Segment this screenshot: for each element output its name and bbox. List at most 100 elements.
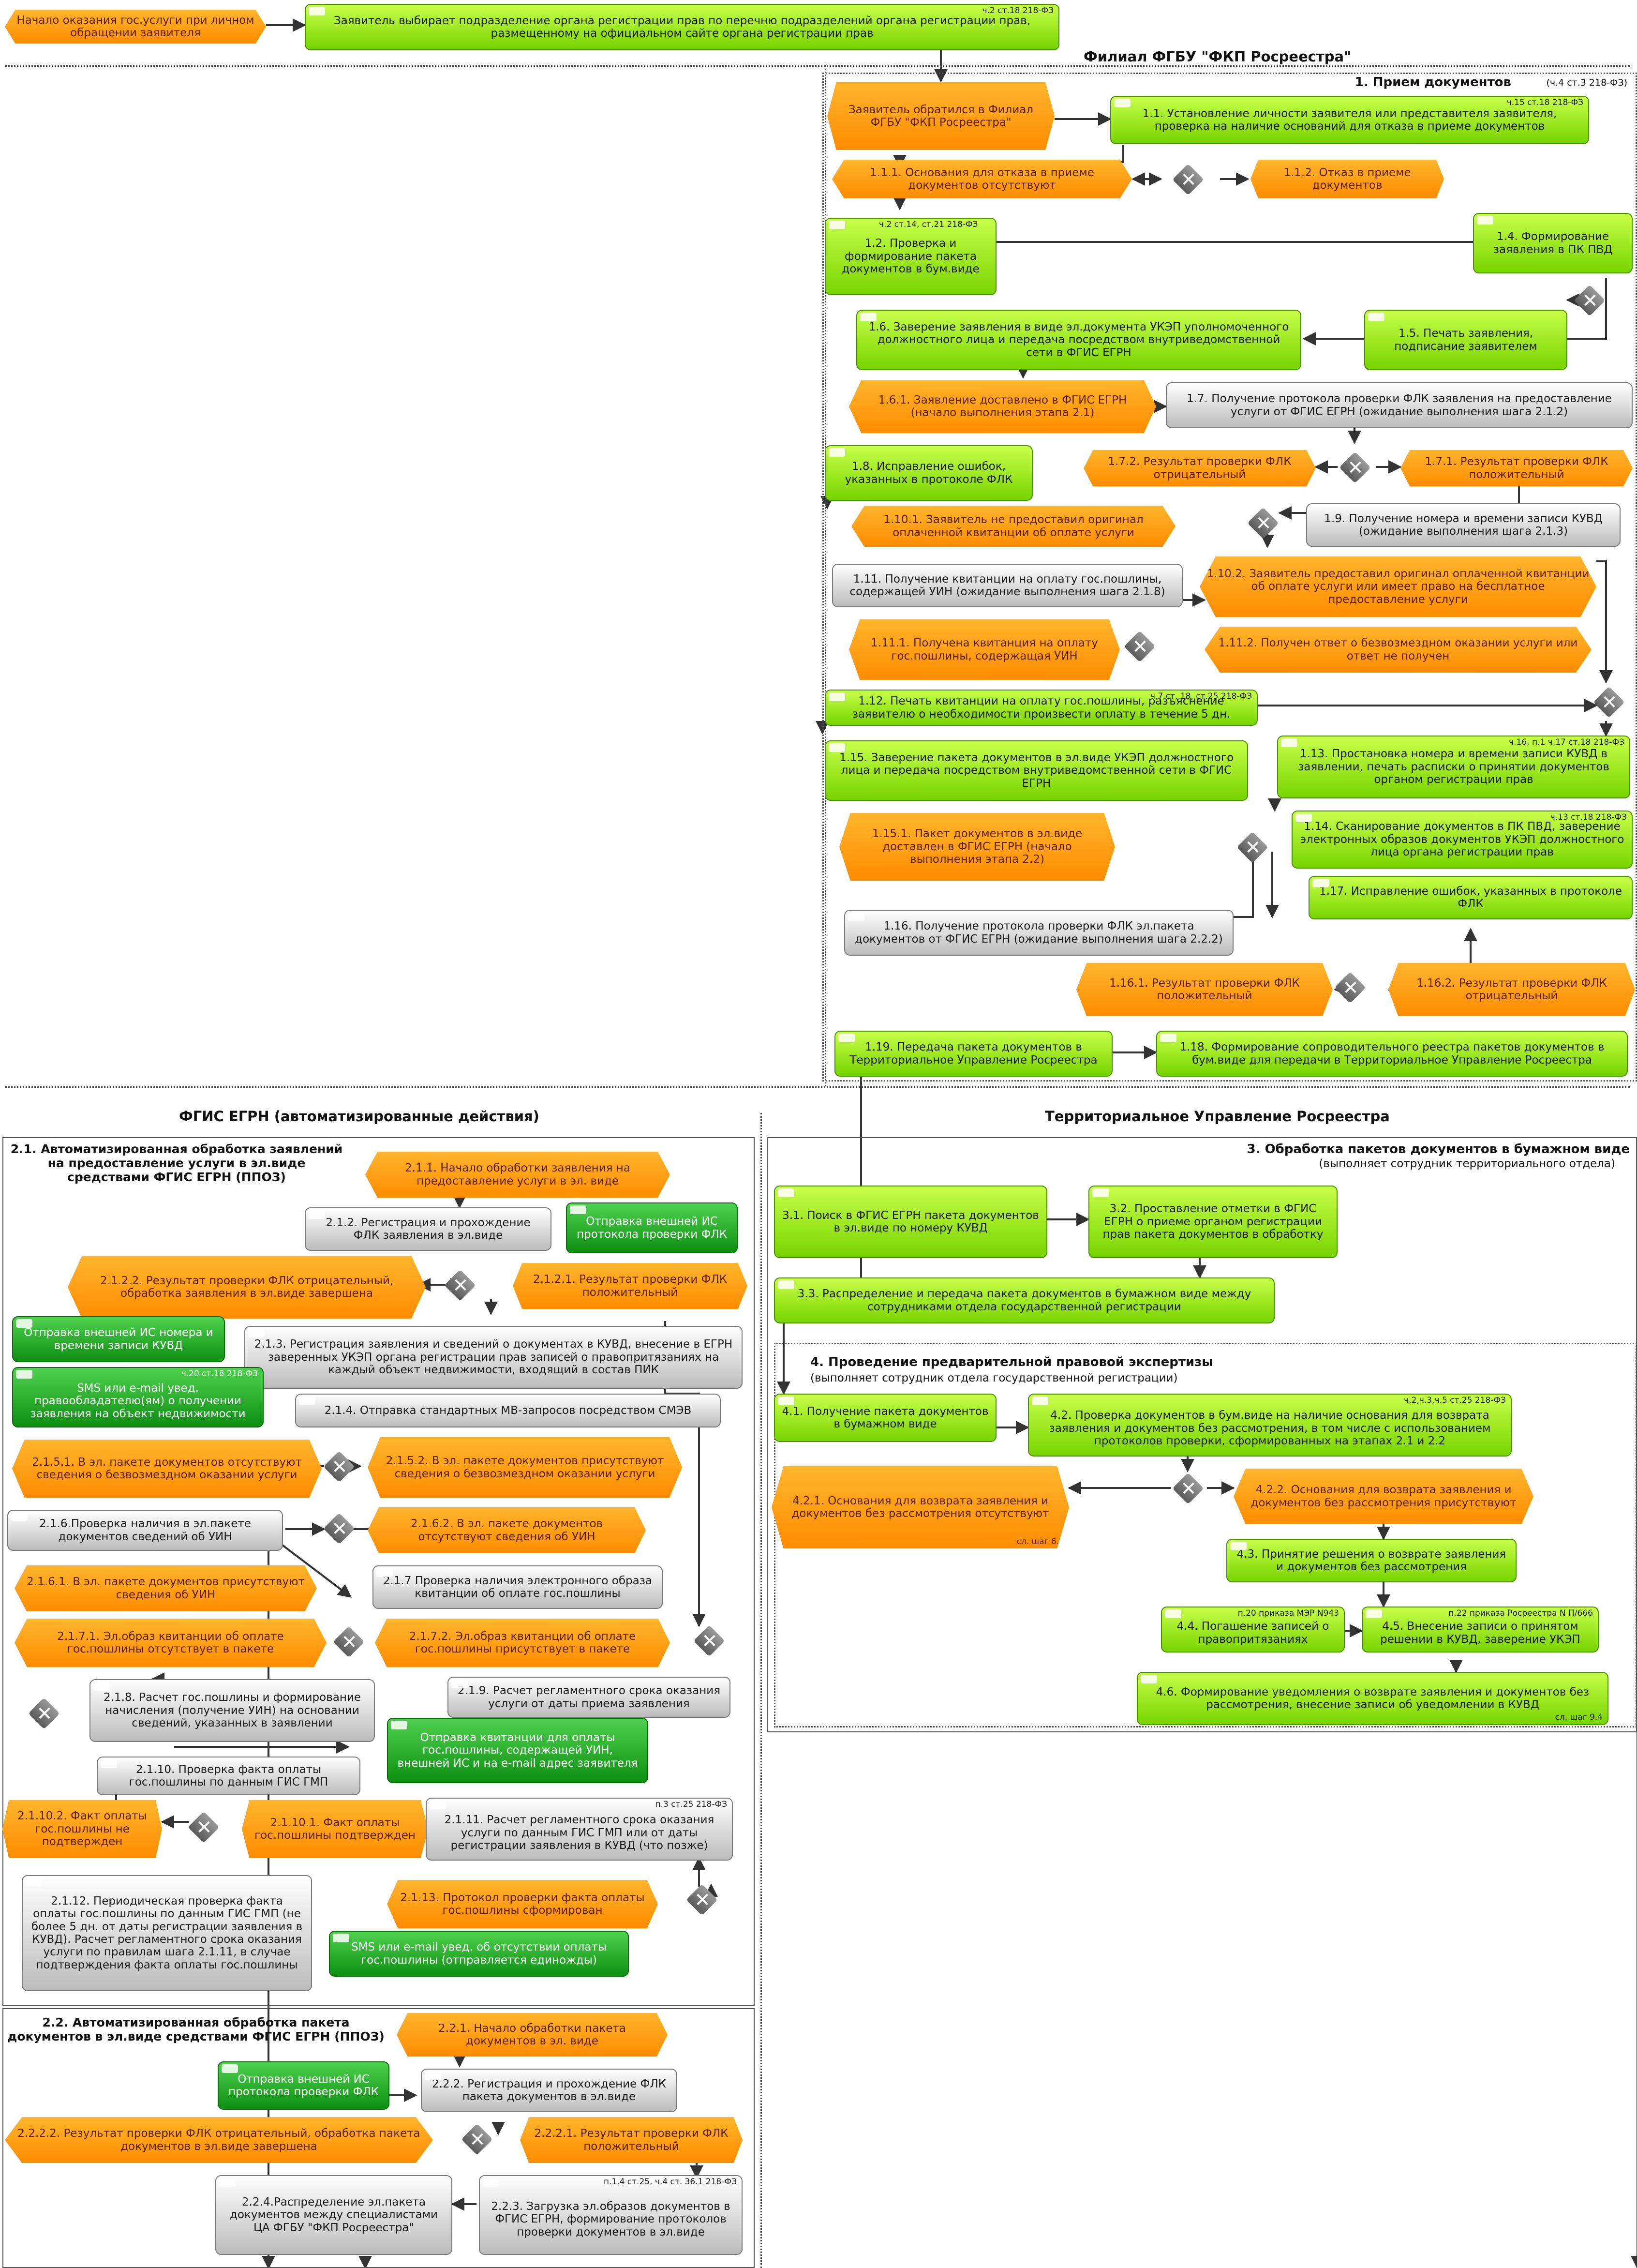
- event-1-6-1: 1.6.1. Заявление доставлено в ФГИС ЕГРН …: [849, 380, 1156, 433]
- gateway-2-1-6: ✕: [323, 1513, 355, 1545]
- task-icon: [451, 1680, 468, 1688]
- event-1-11-1: 1.11.1. Получена квитанция на оплату гос…: [849, 619, 1120, 680]
- event-2-1-10-1: 2.1.10.1. Факт оплаты гос.пошлины подтве…: [242, 1800, 428, 1858]
- gateway-2-1-7: ✕: [333, 1626, 365, 1658]
- event-1-10-1: 1.10.1. Заявитель не предоставил оригина…: [851, 506, 1176, 547]
- event-4-2-2: 4.2.2. Основания для возврата заявления …: [1234, 1469, 1533, 1524]
- gateway-1-14: ✕: [1236, 831, 1268, 863]
- section-3-title: 3. Обработка пакетов документов в бумажн…: [1247, 1142, 1630, 1157]
- section-4-frame: [774, 1343, 1637, 1727]
- dispatch-2-2-2: Отправка внешней ИС протокола проверки Ф…: [218, 2061, 389, 2110]
- task-1-8: 1.8. Исправление ошибок, указанных в про…: [825, 445, 1033, 501]
- event-2-2-1: 2.2.1. Начало обработки пакета документо…: [397, 2013, 668, 2057]
- task-1-5: 1.5. Печать заявления, подписание заявит…: [1364, 310, 1567, 370]
- event-1-7-2: 1.7.2. Результат проверки ФЛК отрицатель…: [1084, 450, 1316, 486]
- task-1-15: 1.15. Заверение пакета документов в эл.в…: [825, 740, 1248, 801]
- task-2-1-12: 2.1.12. Периодическая проверка факта опл…: [22, 1875, 312, 1991]
- dispatch-2-1-8: Отправка квитанции для оплаты гос.пошлин…: [387, 1718, 648, 1783]
- event-2-2-2-2: 2.2.2.2. Результат проверки ФЛК отрицате…: [5, 2117, 433, 2163]
- task-icon: [829, 448, 845, 457]
- task-icon: [1230, 1542, 1247, 1550]
- task-icon: [309, 1210, 325, 1219]
- task-icon: [838, 1034, 855, 1042]
- event-2-1-2-1: 2.1.2.1. Результат проверки ФЛК положите…: [513, 1263, 747, 1309]
- task-icon: [376, 1568, 393, 1577]
- gateway-1-9: ✕: [1247, 507, 1279, 539]
- event-1-15-1: 1.15.1. Пакет документов в эл.виде доста…: [839, 813, 1115, 881]
- dispatch-2-1-3-a: Отправка внешней ИС номера и времени зап…: [12, 1316, 225, 1362]
- task-2-1-4: 2.1.4. Отправка стандартных МВ-запросов …: [295, 1394, 721, 1427]
- event-2-1-1: 2.1.1. Начало обработки заявления на пре…: [365, 1152, 670, 1198]
- task-icon: [391, 1721, 407, 1729]
- gateway-2-1-2: ✕: [444, 1269, 476, 1301]
- task-1-6: 1.6. Заверение заявления в виде эл.докум…: [856, 310, 1301, 370]
- section-22-frame: [2, 2008, 755, 2268]
- event-2-1-5-2: 2.1.5.2. В эл. пакете документов присутс…: [368, 1437, 682, 1498]
- task-1-9: 1.9. Получение номера и времени записи К…: [1306, 503, 1621, 547]
- event-4-2-1: 4.2.1. Основания для возврата заявления …: [772, 1466, 1069, 1548]
- task-icon: [16, 1370, 32, 1379]
- task-1-19: 1.19. Передача пакета документов в Терри…: [834, 1031, 1113, 1077]
- task-icon: [16, 1319, 32, 1328]
- task-4-1: 4.1. Получение пакета документов в бумаж…: [774, 1394, 997, 1442]
- gateway-1-4: ✕: [1574, 285, 1606, 316]
- task-icon: [333, 1934, 349, 1942]
- task-1-11: 1.11. Получение квитанции на оплату гос.…: [832, 564, 1183, 607]
- lane-separator-middle: [5, 1086, 1630, 1088]
- task-icon: [1160, 1034, 1176, 1042]
- task-1-16: 1.16. Получение протокола проверки ФЛК э…: [844, 910, 1234, 956]
- task-icon: [1165, 1609, 1181, 1618]
- task-icon: [26, 1878, 42, 1887]
- task-icon: [248, 1329, 265, 1337]
- task-1-4: 1.4. Формирование заявления в ПК ПВД: [1473, 213, 1633, 273]
- task-icon: [778, 1280, 794, 1289]
- task-icon: [1295, 813, 1312, 822]
- section-1-frame: [822, 73, 1637, 1081]
- section-4-subtitle: (выполняет сотрудник отдела государствен…: [810, 1372, 1178, 1384]
- event-2-1-5-1: 2.1.5.1. В эл. пакете документов отсутст…: [12, 1440, 322, 1498]
- task-icon: [101, 1759, 117, 1768]
- task-3-2: 3.2. Проставление отметки в ФГИС ЕГРН о …: [1088, 1186, 1338, 1258]
- task-4-3: 4.3. Принятие решения о возврате заявлен…: [1226, 1539, 1517, 1582]
- lane-separator-branch-left: [825, 65, 826, 1086]
- event-applicant-arrived: Заявитель обратился в Филиал ФГБУ "ФКП Р…: [827, 82, 1055, 150]
- event-2-1-6-2: 2.1.6.2. В эл. пакете документов отсутст…: [368, 1507, 646, 1553]
- dispatch-2-1-2: Отправка внешней ИС протокола проверки Ф…: [566, 1202, 738, 1253]
- task-3-1: 3.1. Поиск в ФГИС ЕГРН пакета документов…: [774, 1186, 1047, 1258]
- section-1-note: (ч.4 ст.3 218-ФЗ): [1546, 77, 1627, 88]
- task-1-7: 1.7. Получение протокола проверки ФЛК за…: [1166, 382, 1633, 428]
- task-icon: [1092, 1188, 1109, 1197]
- event-1-16-1: 1.16.1. Результат проверки ФЛК положител…: [1076, 963, 1333, 1016]
- task-icon: [829, 221, 845, 229]
- lane-separator-fgis: [760, 1113, 762, 2268]
- task-2-1-2: 2.1.2. Регистрация и прохождение ФЛК зая…: [305, 1207, 551, 1251]
- event-2-1-7-2: 2.1.7.2. Эл.образ квитанции об оплате го…: [375, 1619, 670, 1667]
- task-2-1-6: 2.1.6.Проверка наличия в эл.пакете докум…: [7, 1510, 283, 1551]
- gateway-2-1-13: ✕: [686, 1884, 718, 1916]
- lane-title-territorial: Территориальное Управление Росреестра: [1045, 1108, 1390, 1125]
- gateway-2-1-9: ✕: [693, 1625, 725, 1657]
- task-icon: [1114, 99, 1131, 107]
- start-event: Начало оказания гос.услуги при личном об…: [5, 10, 266, 44]
- gateway-2-2-2: ✕: [461, 2123, 493, 2155]
- event-2-1-6-1: 2.1.6.1. В эл. пакете документов присутс…: [15, 1565, 317, 1611]
- gateway-4-2: ✕: [1172, 1472, 1204, 1504]
- task-2-1-8: 2.1.8. Расчет гос.пошлины и формирование…: [89, 1679, 375, 1742]
- event-2-1-10-2: 2.1.10.2. Факт оплаты гос.пошлины не под…: [2, 1800, 162, 1858]
- task-2-2-4: 2.2.4.Распределение эл.пакета документов…: [215, 2175, 452, 2255]
- task-1-17: 1.17. Исправление ошибок, указанных в пр…: [1309, 876, 1633, 919]
- task-icon: [778, 1188, 794, 1197]
- event-2-1-13: 2.1.13. Протокол проверки факта оплаты г…: [387, 1880, 658, 1928]
- task-icon: [860, 313, 877, 321]
- section-21-title: 2.1. Автоматизированная обработка заявле…: [10, 1142, 343, 1184]
